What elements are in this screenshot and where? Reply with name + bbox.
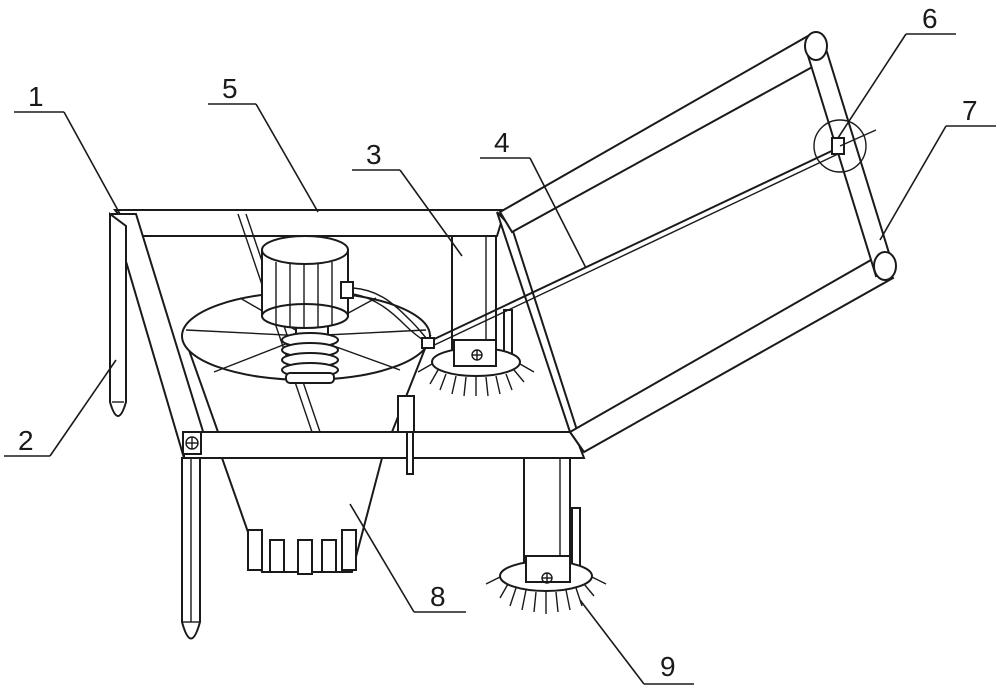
- pivot-block: [831, 137, 845, 155]
- inclined-bottom-rail: [568, 254, 895, 454]
- side-bracket: [397, 395, 415, 433]
- inclined-right-rail: [803, 34, 895, 278]
- discharge-tooth: [269, 539, 285, 573]
- label-7: 7: [962, 95, 978, 126]
- main-frame: [110, 209, 586, 460]
- discharge-tooth: [297, 539, 313, 575]
- reference-labels: 1 2 3 4 5 6 7 8 9: [18, 3, 978, 682]
- inclined-top-rail: [498, 34, 827, 234]
- motor-base: [261, 303, 349, 329]
- motor-cable: [352, 287, 429, 341]
- discharge-tooth: [341, 529, 357, 571]
- motor-cap: [261, 235, 349, 265]
- pull-rod: [427, 147, 839, 343]
- rail-cap-bottom: [873, 251, 897, 281]
- back-left-leg: [109, 212, 127, 417]
- label-1: 1: [28, 81, 44, 112]
- frame-front-beam: [183, 431, 586, 459]
- pivot-circle: [813, 119, 867, 173]
- pivot-pin: [839, 129, 877, 147]
- label-3: 3: [366, 139, 382, 170]
- post-foot: [453, 339, 497, 367]
- label-2: 2: [18, 425, 34, 456]
- motor-assembly: [261, 235, 429, 384]
- inclined-frame: [498, 31, 897, 454]
- label-6: 6: [922, 3, 938, 34]
- support-legs: [109, 212, 201, 640]
- label-5: 5: [222, 73, 238, 104]
- rear-post-assembly: [417, 235, 535, 397]
- front-brush-wheel: [485, 555, 607, 614]
- coupling-base: [285, 372, 335, 384]
- label-9: 9: [660, 651, 676, 682]
- front-post-assembly: [485, 457, 607, 614]
- label-8: 8: [430, 581, 446, 612]
- leader-lines: [4, 33, 996, 685]
- rear-brush-wheel: [417, 339, 535, 397]
- junction-box: [340, 281, 354, 299]
- discharge-tooth: [247, 529, 263, 571]
- rail-cap-top: [804, 31, 828, 61]
- pull-rod-assembly: [421, 119, 877, 349]
- side-bracket-rod: [406, 431, 414, 475]
- label-4: 4: [494, 127, 510, 158]
- discharge-tooth: [321, 539, 337, 573]
- frame-back-beam: [112, 209, 507, 237]
- rod-end-fitting: [421, 337, 435, 349]
